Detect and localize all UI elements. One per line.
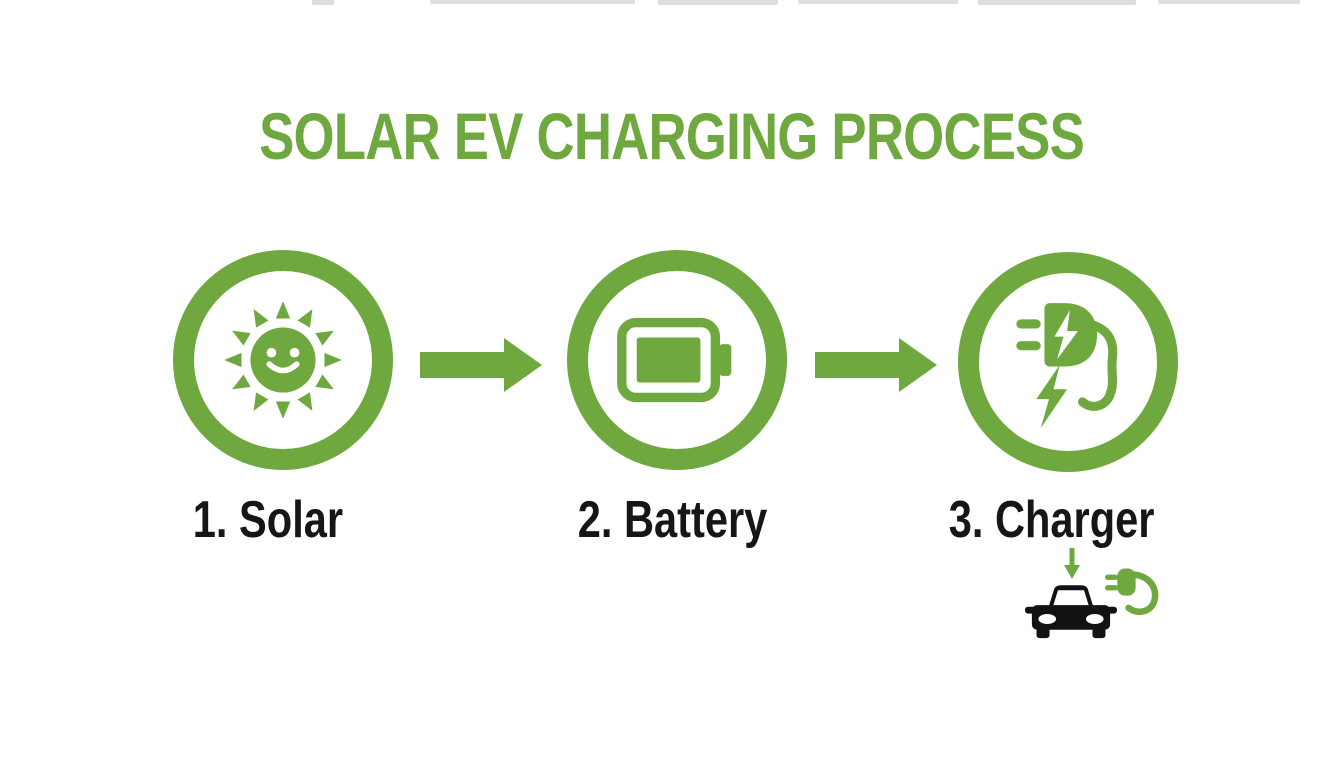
step-circle-battery	[567, 250, 787, 470]
battery-icon	[617, 317, 732, 403]
charger-plug-icon	[1016, 303, 1118, 429]
title-wrap: SOLAR EV CHARGING PROCESS	[0, 103, 1344, 188]
step-circle-solar	[173, 250, 393, 470]
arrow-head	[899, 338, 937, 392]
arrow-shaft	[815, 352, 899, 378]
step-label-text: 1. Solar	[192, 491, 344, 549]
cropped-content-fragments	[0, 0, 1344, 7]
step-label-charger: 3. Charger	[902, 494, 1202, 546]
arrow-right-icon	[420, 338, 542, 392]
step-label-text: 3. Charger	[949, 491, 1155, 549]
down-arrow-icon	[1064, 548, 1080, 579]
step-label-battery: 2. Battery	[522, 494, 822, 546]
step-circle-charger	[958, 252, 1178, 472]
ev-car-icon	[1025, 585, 1117, 639]
page-title: SOLAR EV CHARGING PROCESS	[259, 99, 1086, 173]
step-label-text: 2. Battery	[577, 491, 767, 549]
arrow-shaft	[420, 352, 504, 378]
arrow-right-icon	[815, 338, 937, 392]
step-label-solar: 1. Solar	[118, 494, 418, 546]
plug-cable-icon	[1105, 568, 1159, 616]
arrow-head	[504, 338, 542, 392]
sun-icon	[224, 301, 342, 419]
